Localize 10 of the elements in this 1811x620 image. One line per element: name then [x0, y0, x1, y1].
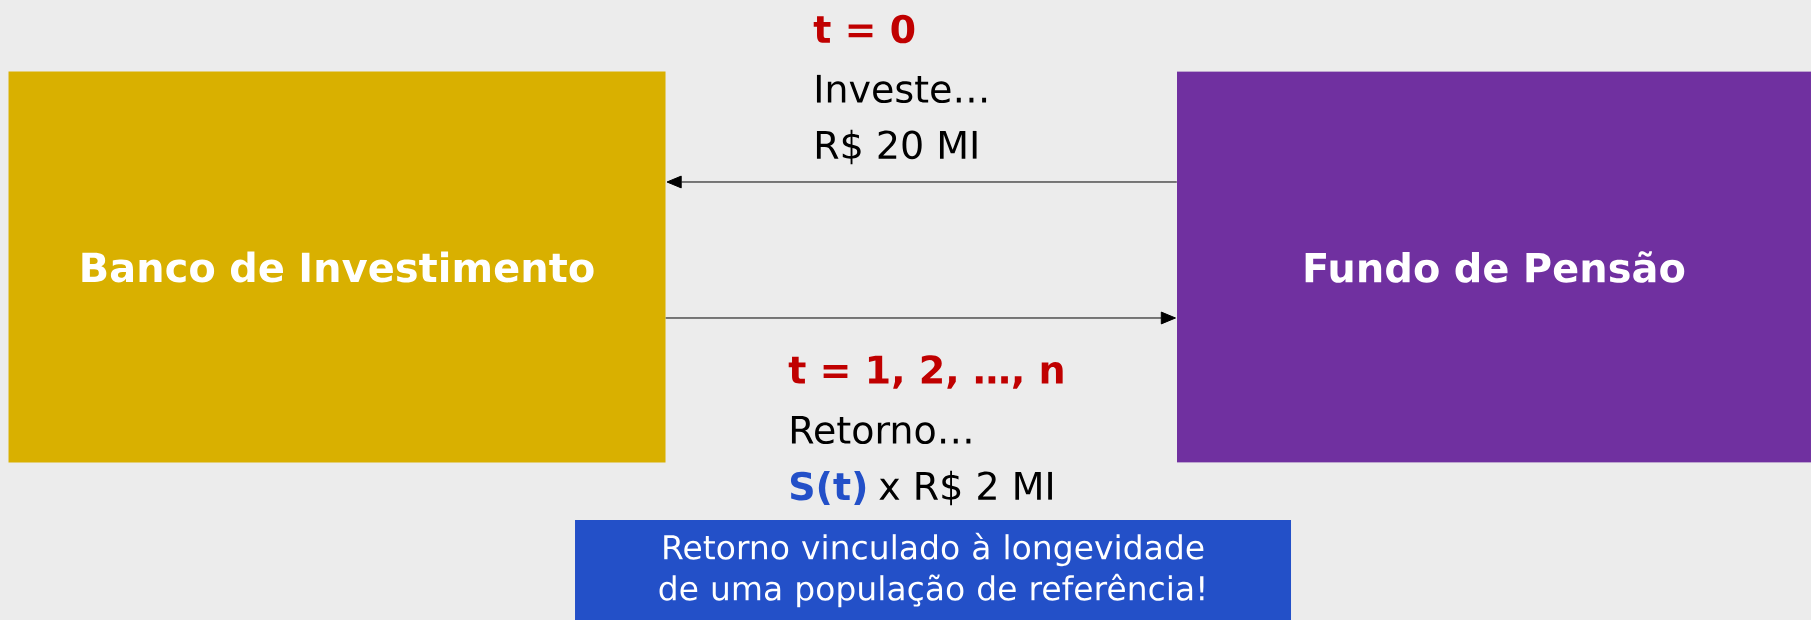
label: R$ 20 MI	[816, 129, 977, 165]
label: t = 1, 2, …, n	[788, 355, 1063, 389]
process-box: Fundo de Pensão	[1177, 71, 1811, 463]
label: Retorno…	[791, 415, 971, 445]
arrow	[666, 175, 1178, 189]
note-box: Retorno vinculado à longevidade de uma população de referência!	[575, 520, 1291, 620]
process-box: Banco de Investimento	[8, 71, 666, 463]
label: t = 0	[813, 14, 915, 44]
arrow	[665, 311, 1176, 325]
label: Investe…	[816, 74, 987, 104]
